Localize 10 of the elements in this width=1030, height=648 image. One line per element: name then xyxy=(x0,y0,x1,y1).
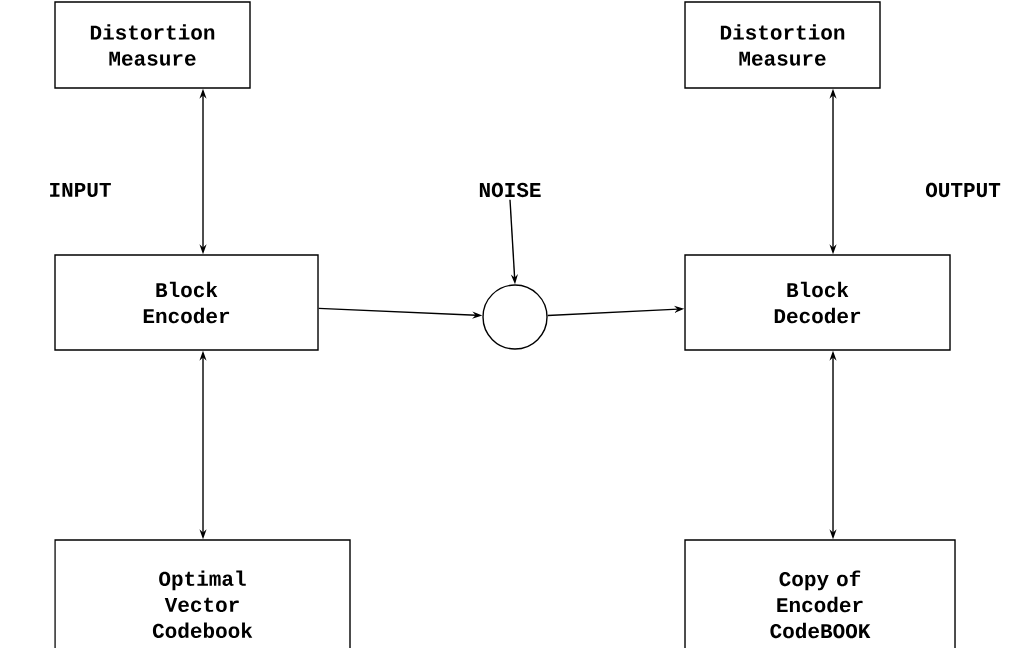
process-box: Block Decoder xyxy=(684,254,951,351)
process-box: Optimal Vector Codebook xyxy=(54,539,351,648)
process-box: Block Encoder xyxy=(54,254,319,351)
signal-label: INPUT xyxy=(50,183,111,197)
summing-circle xyxy=(482,284,548,350)
signal-label: OUTPUT xyxy=(925,182,1001,198)
process-box: Copy of Encoder CodeBOOK xyxy=(684,539,956,648)
signal-label: NOISE xyxy=(479,182,541,198)
process-box: Distortion Measure xyxy=(684,1,881,89)
process-box: Distortion Measure xyxy=(54,1,251,89)
